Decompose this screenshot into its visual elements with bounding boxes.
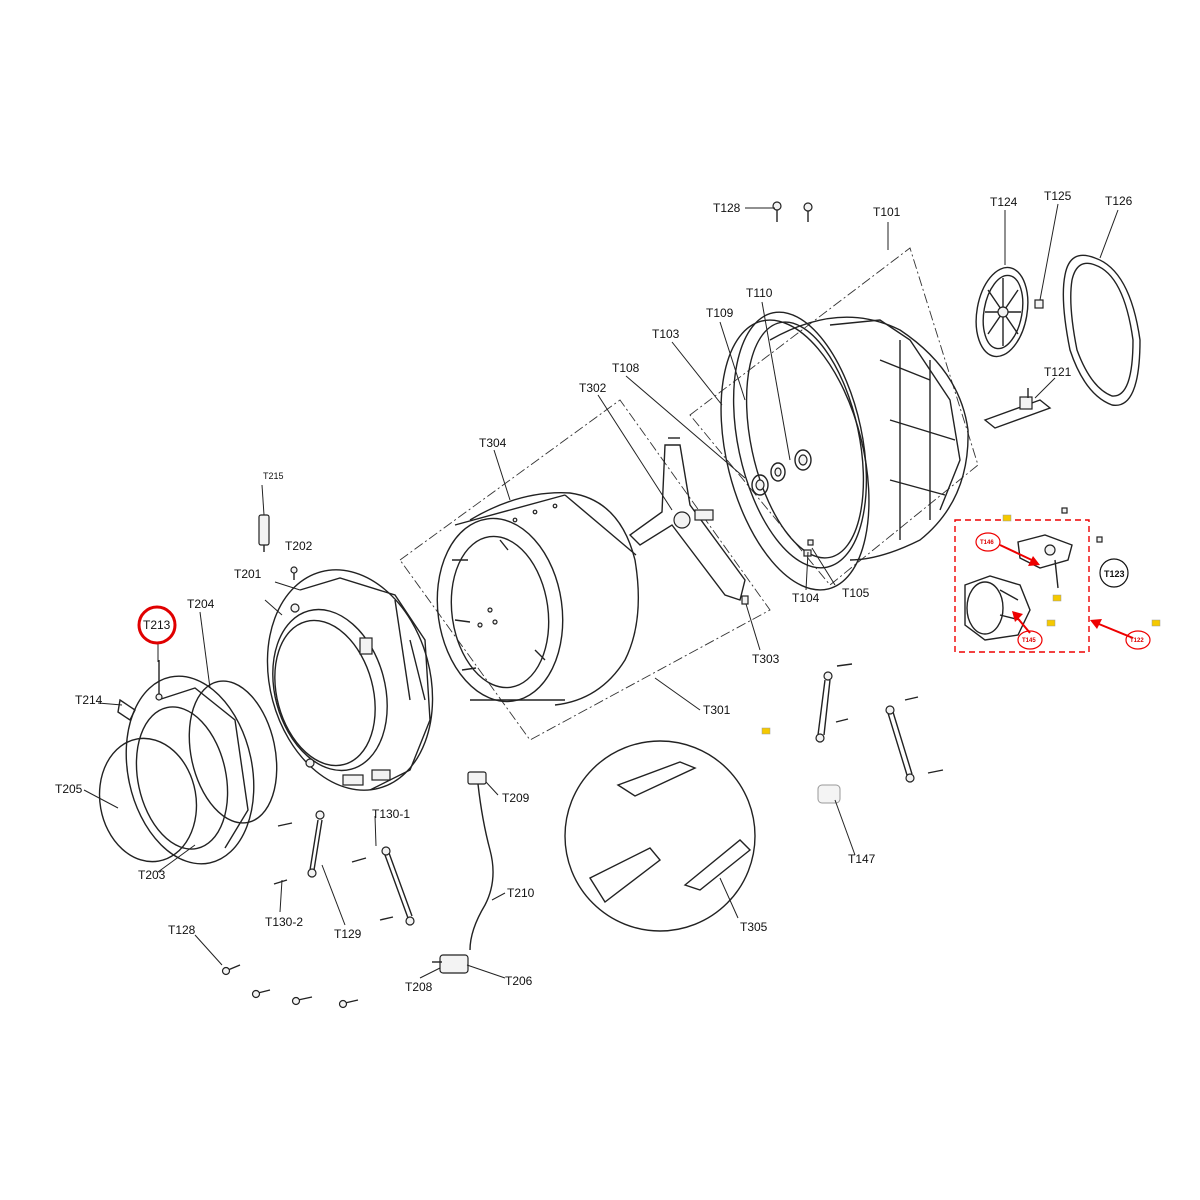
- label-t210: T210: [507, 886, 535, 900]
- screw-t128-top: [772, 201, 813, 222]
- tub-rear-assembly: [689, 247, 979, 591]
- label-t303: T303: [752, 652, 780, 666]
- red-callout-arrows: [999, 544, 1134, 639]
- label-t206: T206: [505, 974, 533, 988]
- label-t129: T129: [334, 927, 362, 941]
- red-callout-circles: [137, 532, 1151, 650]
- label-t103: T103: [652, 327, 680, 341]
- screw-t202: [290, 566, 298, 580]
- label-t304: T304: [479, 436, 507, 450]
- screw-t125: [1034, 299, 1044, 309]
- label-t109: T109: [706, 306, 734, 320]
- clip-t214: [117, 698, 136, 722]
- label-t305: T305: [740, 920, 768, 934]
- screws-t128-bottom: [221, 964, 359, 1009]
- label-t204: T204: [187, 597, 215, 611]
- shock-absorbers-right: [815, 663, 944, 783]
- label-t128-top: T128: [713, 201, 741, 215]
- label-t215: T215: [263, 471, 284, 481]
- label-t121: T121: [1044, 365, 1072, 379]
- t213-highlight-circle: [137, 605, 177, 645]
- label-t123: T123: [1104, 569, 1125, 579]
- label-t105: T105: [842, 586, 870, 600]
- label-t104: T104: [792, 591, 820, 605]
- label-t213: T213: [143, 618, 171, 632]
- label-t301: T301: [703, 703, 731, 717]
- label-t214: T214: [75, 693, 103, 707]
- pulley-wheel: [975, 266, 1029, 358]
- motor-assembly-box: [761, 507, 1161, 735]
- cap-t147: [817, 784, 841, 804]
- label-t128-bottom: T128: [168, 923, 196, 937]
- label-t130-2: T130-2: [265, 915, 303, 929]
- sensor-t215: [258, 514, 270, 552]
- pressure-hose: [432, 771, 494, 974]
- leader-lines: [83, 203, 1119, 979]
- door-seal-ring: [125, 675, 255, 865]
- part-labels: T128 T101 T124 T125 T126 T110 T109 T103 …: [55, 189, 1144, 994]
- label-t205: T205: [55, 782, 83, 796]
- lifter-detail-circle: [564, 740, 756, 932]
- heater-element: [983, 388, 1052, 429]
- label-t130-1: T130-1: [372, 807, 410, 821]
- label-t202: T202: [285, 539, 313, 553]
- drum-spider-flange: [628, 437, 746, 601]
- door-glass-seal: [98, 737, 198, 863]
- label-t126: T126: [1105, 194, 1133, 208]
- label-t110: T110: [746, 286, 773, 300]
- label-t208: T208: [405, 980, 433, 994]
- shock-absorbers-left: [273, 810, 415, 926]
- label-t209: T209: [502, 791, 530, 805]
- bolt-t303: [741, 595, 749, 605]
- label-t122: T122: [1130, 638, 1144, 644]
- part-t213-pin: [155, 660, 163, 701]
- label-t203: T203: [138, 868, 166, 882]
- label-t101: T101: [873, 205, 901, 219]
- label-t108: T108: [612, 361, 640, 375]
- label-t201: T201: [234, 567, 262, 581]
- label-t146: T146: [980, 540, 994, 546]
- label-t124: T124: [990, 195, 1018, 209]
- front-tub-cover: [266, 569, 434, 791]
- drive-belt: [1062, 254, 1141, 406]
- label-t147: T147: [848, 852, 876, 866]
- label-t302: T302: [579, 381, 607, 395]
- drum-assembly: [399, 399, 771, 741]
- label-t145: T145: [1022, 638, 1036, 644]
- label-t125: T125: [1044, 189, 1072, 203]
